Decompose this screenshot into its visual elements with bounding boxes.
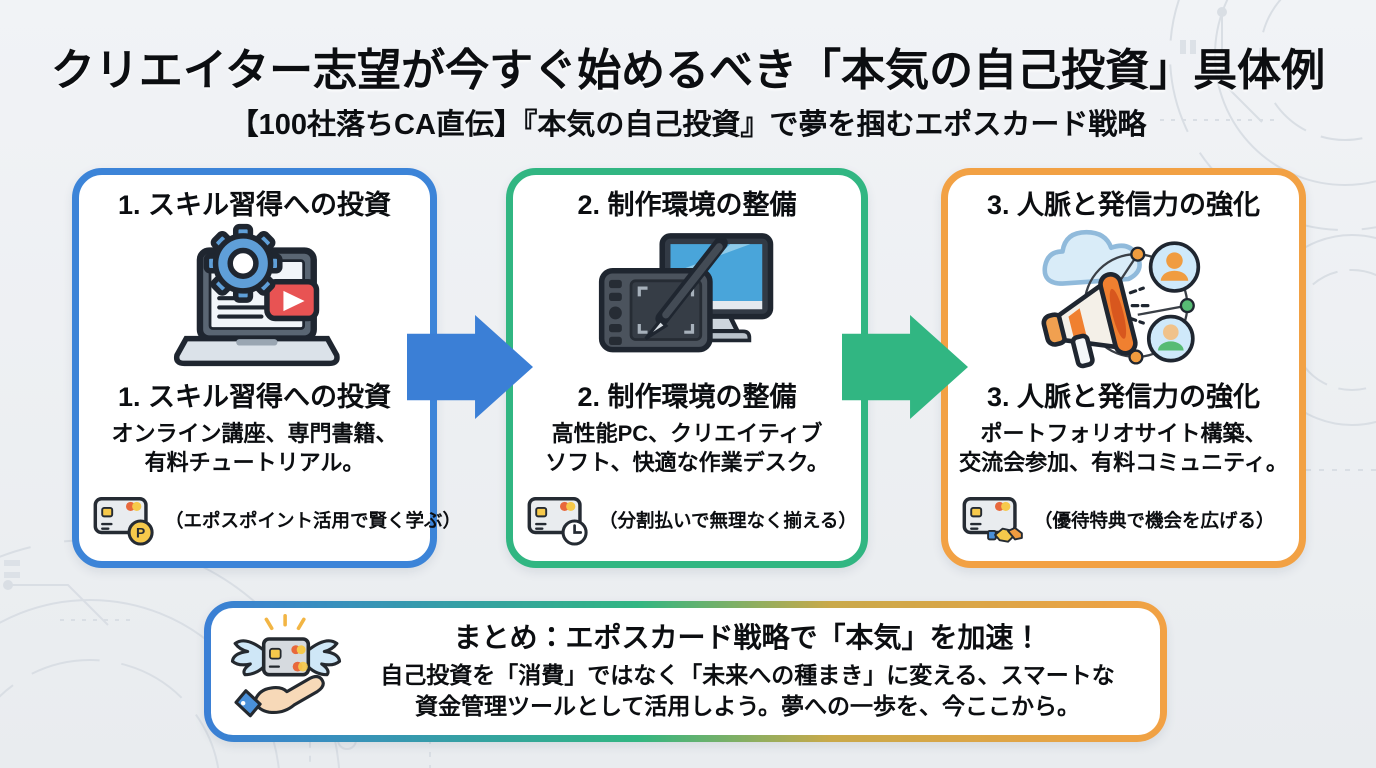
summary-title: まとめ：エポスカード戦略で「本気」を加速！	[453, 621, 1042, 653]
card-header: 2. 制作環境の整備	[577, 190, 797, 220]
summary-body: 自己投資を「消費」ではなく「未来への種まき」に変える、スマートな 資金管理ツール…	[380, 661, 1115, 719]
megaphone	[1041, 271, 1138, 368]
handshake	[987, 526, 1023, 543]
epos-card-installment-clock-icon	[527, 497, 588, 546]
card-skill-investment: 1. スキル習得への投資	[72, 168, 461, 568]
summary-inner: まとめ：エポスカード戦略で「本気」を加速！ 自己投資を「消費」ではなく「未来への…	[211, 608, 1160, 735]
laptop-gear-video-icon	[173, 223, 340, 366]
card-note-row: P （エポスポイント活用で賢く学ぶ）	[93, 495, 461, 547]
monitor-pen-tablet-icon	[598, 232, 774, 353]
card-header: 1. スキル習得への投資	[117, 190, 392, 220]
megaphone-network-icon	[1041, 229, 1200, 368]
sleeve	[234, 688, 262, 717]
avatar-green	[1146, 314, 1195, 363]
card-header: 3. 人脈と発信力の強化	[986, 190, 1261, 220]
summary-text: まとめ：エポスカード戦略で「本気」を加速！ 自己投資を「消費」ではなく「未来への…	[361, 622, 1134, 722]
summary-banner: まとめ：エポスカード戦略で「本気」を加速！ 自己投資を「消費」ではなく「未来への…	[204, 601, 1167, 742]
point-letter: P	[136, 525, 145, 541]
sparkle-rays	[264, 613, 306, 630]
wings	[230, 638, 342, 676]
card-network-influence: 3. 人脈と発信力の強化	[941, 168, 1306, 568]
card-production-environment: 2. 制作環境の整備 2. 制作環境の整備 高性能PC、クリエイティブ ソフト、…	[506, 168, 868, 568]
epos-card-handshake-icon	[962, 497, 1023, 543]
card-note-row: （分割払いで無理なく揃える）	[527, 495, 857, 547]
epos-card-point-icon: P	[93, 497, 154, 546]
card-note-row: （優待特典で機会を広げる）	[962, 495, 1291, 547]
open-hand	[253, 674, 325, 714]
card-body: 高性能PC、クリエイティブ ソフト、快適な作業デスク。	[545, 421, 829, 476]
page-title: クリエイター志望が今すぐ始めるべき「本気の自己投資」具体例	[50, 46, 1326, 95]
winged-card-hand-icon	[230, 613, 342, 717]
avatar-orange	[1148, 241, 1200, 293]
card-title: 2. 制作環境の整備	[577, 381, 797, 412]
card-body: オンライン講座、専門書籍、 有料チュートリアル。	[111, 421, 398, 476]
card-body: ポートフォリオサイト構築、 交流会参加、有料コミュニティ。	[959, 421, 1288, 476]
card-title: 3. 人脈と発信力の強化	[986, 381, 1261, 412]
card-note: （エポスポイント活用で賢く学ぶ）	[165, 510, 462, 532]
card-title: 1. スキル習得への投資	[117, 381, 392, 412]
card-note: （分割払いで無理なく揃える）	[599, 510, 857, 532]
page-subtitle: 【100社落ちCA直伝】『本気の自己投資』で夢を掴むエポスカード戦略	[229, 109, 1147, 141]
card-note: （優待特典で機会を広げる）	[1034, 510, 1275, 532]
